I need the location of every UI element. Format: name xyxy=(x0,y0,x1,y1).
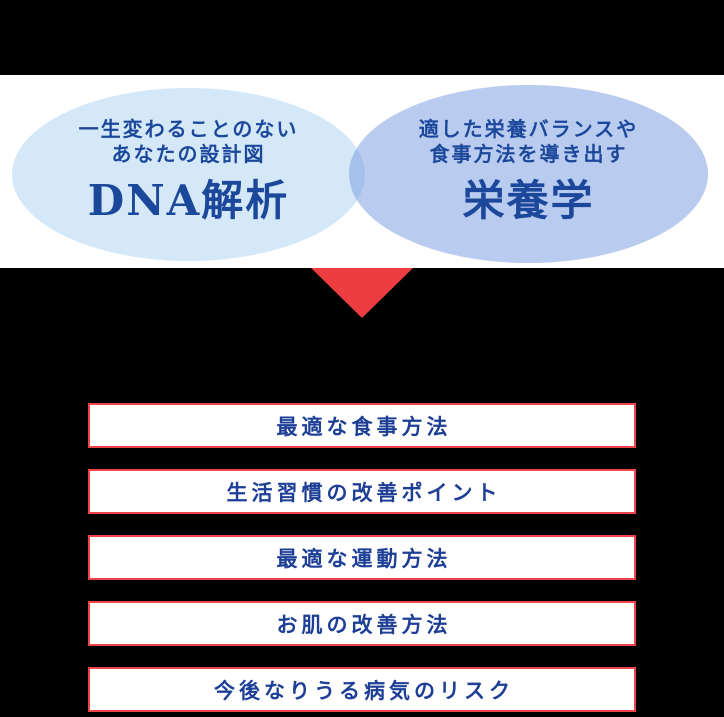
nutrition-ellipse: 適した栄養バランスや 食事方法を導き出す 栄養学 xyxy=(349,85,708,263)
result-item-label: お肌の改善方法 xyxy=(276,613,452,637)
result-item-label: 生活習慣の改善ポイント xyxy=(226,481,502,505)
nutrition-subtitle-line1: 適した栄養バランスや xyxy=(418,117,639,141)
dna-ellipse: 一生変わることのない あなたの設計図 DNA解析 xyxy=(12,88,365,261)
venn-section: 一生変わることのない あなたの設計図 DNA解析 適した栄養バランスや 食事方法… xyxy=(0,75,724,268)
dna-subtitle: 一生変わることのない あなたの設計図 xyxy=(79,117,299,167)
result-item: お肌の改善方法 xyxy=(88,601,636,646)
result-item: 最適な運動方法 xyxy=(88,535,636,580)
down-arrow-icon xyxy=(311,268,413,318)
dna-subtitle-line1: 一生変わることのない xyxy=(78,117,299,141)
nutrition-title: 栄養学 xyxy=(462,176,595,225)
nutrition-subtitle: 適した栄養バランスや 食事方法を導き出す xyxy=(419,117,639,167)
result-item: 最適な食事方法 xyxy=(88,403,636,448)
dna-title: DNA解析 xyxy=(87,176,290,225)
nutrition-subtitle-line2: 食事方法を導き出す xyxy=(429,142,628,166)
result-item: 生活習慣の改善ポイント xyxy=(88,469,636,514)
top-band xyxy=(0,0,724,75)
result-item: 今後なりうる病気のリスク xyxy=(88,667,636,712)
result-item-label: 最適な運動方法 xyxy=(276,547,452,571)
result-item-label: 最適な食事方法 xyxy=(276,415,452,439)
result-item-label: 今後なりうる病気のリスク xyxy=(214,679,514,703)
dna-subtitle-line2: あなたの設計図 xyxy=(111,142,266,166)
